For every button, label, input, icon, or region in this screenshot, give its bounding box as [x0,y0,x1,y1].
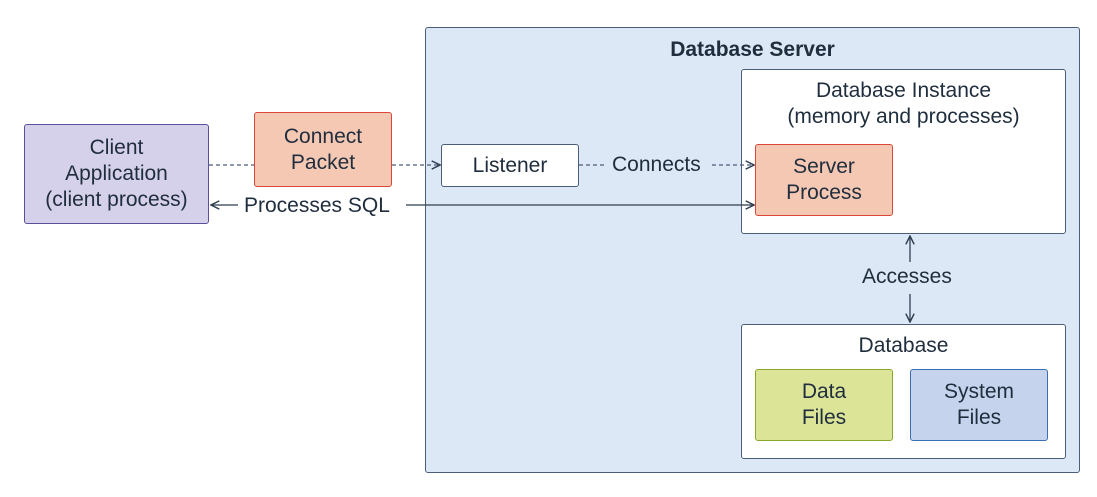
edge-label-accesses: Accesses [862,265,952,288]
server-process-node: Server Process [755,144,893,216]
system-files-node: System Files [910,369,1048,441]
data-files-node: Data Files [755,369,893,441]
listener-label: Listener [472,153,548,177]
data-files-label: Data Files [801,380,847,429]
client-application-label: Client Application (client process) [45,136,188,211]
listener-node: Listener [441,144,579,187]
database-instance-title: Database Instance (memory and processes) [787,79,1020,128]
system-files-label: System Files [943,380,1014,429]
database-title: Database [858,334,949,357]
client-application-node: Client Application (client process) [24,124,209,224]
connect-packet-node: Connect Packet [254,112,392,187]
database-server-title: Database Server [670,38,835,61]
edge-label-processes-sql: Processes SQL [244,194,390,217]
connect-packet-label: Connect Packet [283,124,363,174]
server-process-label: Server Process [786,155,862,204]
edge-label-connects: Connects [612,153,701,176]
